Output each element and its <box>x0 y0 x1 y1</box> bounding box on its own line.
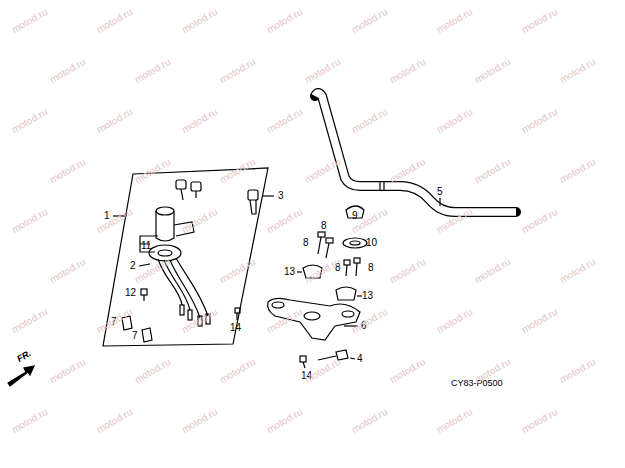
watermark: motod.ru <box>133 257 172 285</box>
watermark: motod.ru <box>303 157 342 185</box>
handlebar-mark <box>379 181 380 191</box>
watermark: motod.ru <box>265 107 304 135</box>
leader-line <box>357 295 362 296</box>
watermark: motod.ru <box>218 257 257 285</box>
watermark: motod.ru <box>265 207 304 235</box>
watermark: motod.ru <box>265 407 304 435</box>
callout-number: 11 <box>141 241 151 251</box>
callout-number: 14 <box>230 323 241 333</box>
callout-number: 4 <box>357 354 363 364</box>
watermark: motod.ru <box>10 7 49 35</box>
watermark: motod.ru <box>435 307 474 335</box>
group-outline <box>103 168 268 346</box>
watermark: motod.ru <box>95 207 134 235</box>
watermark: motod.ru <box>520 407 559 435</box>
watermark: motod.ru <box>558 157 597 185</box>
watermark: motod.ru <box>48 157 87 185</box>
watermark: motod.ru <box>435 107 474 135</box>
watermark: motod.ru <box>350 7 389 35</box>
watermark: motod.ru <box>48 257 87 285</box>
watermark: motod.ru <box>218 357 257 385</box>
callout-number: 3 <box>278 191 284 201</box>
handlebar <box>315 93 516 212</box>
watermark: motod.ru <box>350 407 389 435</box>
watermark: motod.ru <box>10 107 49 135</box>
watermark: motod.ru <box>388 157 427 185</box>
watermark: motod.ru <box>303 357 342 385</box>
callout-number: 7 <box>132 331 138 341</box>
watermark: motod.ru <box>95 307 134 335</box>
watermark: motod.ru <box>180 407 219 435</box>
watermark: motod.ru <box>265 307 304 335</box>
key <box>248 190 258 214</box>
leader-line <box>297 271 302 272</box>
leader-line <box>262 195 274 196</box>
watermark: motod.ru <box>218 57 257 85</box>
watermark: motod.ru <box>180 7 219 35</box>
watermark: motod.ru <box>48 357 87 385</box>
leader-line <box>350 358 355 359</box>
callout-number: 8 <box>368 263 374 273</box>
key-pair <box>176 180 201 200</box>
watermark: motod.ru <box>10 407 49 435</box>
callout-number: 12 <box>125 288 136 298</box>
handlebar-mark <box>383 181 384 191</box>
watermark: motod.ru <box>520 107 559 135</box>
watermark: motod.ru <box>95 107 134 135</box>
watermark: motod.ru <box>95 407 134 435</box>
watermark: motod.ru <box>133 57 172 85</box>
callout-number: 9 <box>352 211 358 221</box>
watermark: motod.ru <box>558 257 597 285</box>
front-arrow <box>8 366 34 386</box>
callout-number: 13 <box>284 267 295 277</box>
screw <box>141 289 147 301</box>
watermark: motod.ru <box>388 357 427 385</box>
watermark: motod.ru <box>10 207 49 235</box>
watermark: motod.ru <box>388 257 427 285</box>
watermark: motod.ru <box>95 7 134 35</box>
callout-number: 8 <box>321 221 327 231</box>
watermark: motod.ru <box>265 7 304 35</box>
watermark: motod.ru <box>10 307 49 335</box>
watermark: motod.ru <box>558 357 597 385</box>
callout-number: 13 <box>362 291 373 301</box>
watermark: motod.ru <box>133 157 172 185</box>
callout-number: 10 <box>366 238 377 248</box>
watermark: motod.ru <box>520 7 559 35</box>
watermark: motod.ru <box>520 307 559 335</box>
callout-number: 8 <box>303 238 309 248</box>
watermark: motod.ru <box>473 257 512 285</box>
watermark: motod.ru <box>180 107 219 135</box>
watermark: motod.ru <box>180 307 219 335</box>
watermark: motod.ru <box>473 157 512 185</box>
watermark: motod.ru <box>520 207 559 235</box>
watermark: motod.ru <box>303 57 342 85</box>
watermark: motod.ru <box>435 7 474 35</box>
watermark: motod.ru <box>350 307 389 335</box>
direction-label: FR. <box>16 349 33 364</box>
watermark: motod.ru <box>180 207 219 235</box>
watermark: motod.ru <box>48 57 87 85</box>
callout-number: 5 <box>437 187 443 197</box>
watermark: motod.ru <box>473 57 512 85</box>
watermark: motod.ru <box>218 157 257 185</box>
watermark: motod.ru <box>558 57 597 85</box>
callout-number: 2 <box>130 261 136 271</box>
watermark: motod.ru <box>350 107 389 135</box>
leader-line <box>139 264 150 266</box>
watermark: motod.ru <box>388 57 427 85</box>
leader-line <box>439 198 440 206</box>
watermark: motod.ru <box>435 407 474 435</box>
handlebar <box>315 93 516 212</box>
watermark: motod.ru <box>133 357 172 385</box>
